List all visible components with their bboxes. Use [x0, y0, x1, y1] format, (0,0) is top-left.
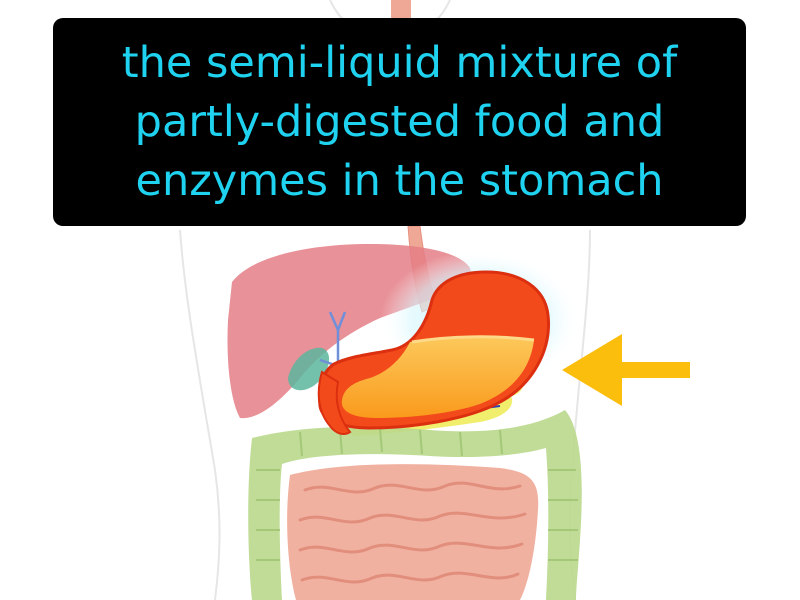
colon-haustra — [256, 427, 578, 561]
stomach-contents — [341, 337, 534, 418]
small-intestine-folds — [298, 481, 527, 584]
arrow-left-icon — [562, 334, 690, 406]
caption-line-1: the semi-liquid mixture of — [121, 37, 678, 88]
gallbladder — [288, 347, 330, 391]
caption-line-3: enzymes in the stomach — [135, 155, 664, 206]
large-intestine — [248, 410, 582, 600]
caption-line-2: partly-digested food and — [134, 96, 665, 147]
definition-caption: the semi-liquid mixture of partly-digest… — [53, 18, 746, 226]
small-intestine — [287, 464, 539, 600]
contents-surface — [411, 335, 535, 344]
duodenum — [317, 370, 352, 435]
esophagus-top — [391, 0, 411, 18]
